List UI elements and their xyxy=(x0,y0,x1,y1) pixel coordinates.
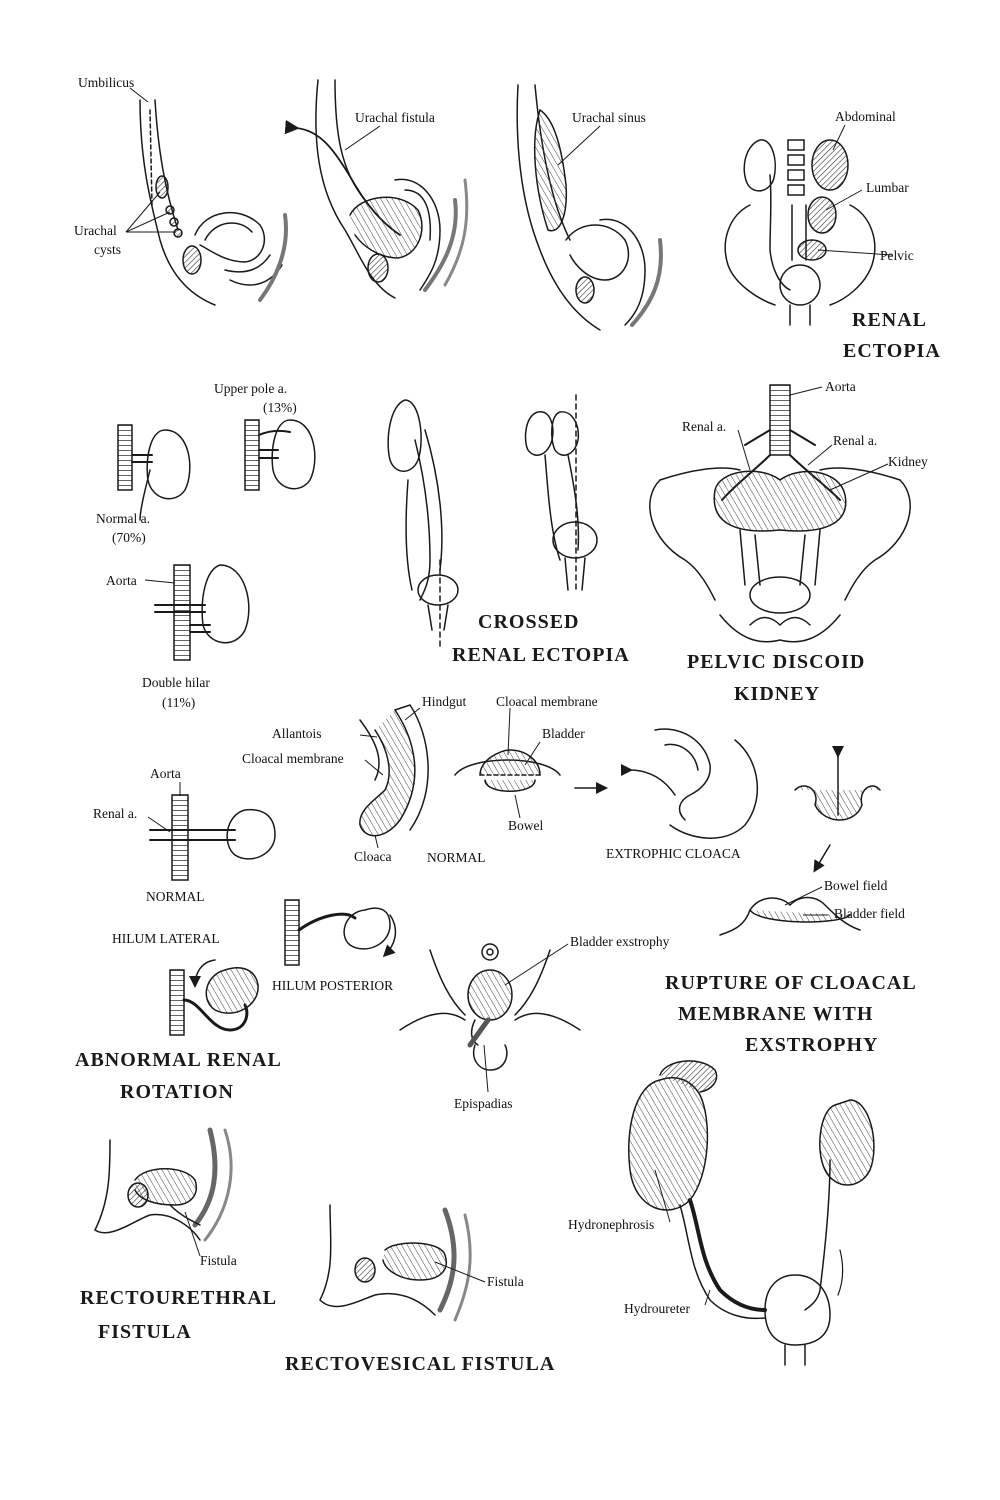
label-fistula-rectovesical: Fistula xyxy=(487,1274,524,1289)
label-double-hilar-pct: (11%) xyxy=(162,695,196,710)
label-upper-pole-a: Upper pole a. xyxy=(214,381,288,396)
label-renal-a-right: Renal a. xyxy=(833,433,878,448)
label-hilum-lateral: HILUM LATERAL xyxy=(112,931,220,946)
label-urachal-cysts-line2: cysts xyxy=(94,242,121,257)
label-fistula-rectourethral: Fistula xyxy=(200,1253,237,1268)
label-urachal-fistula: Urachal fistula xyxy=(355,110,435,125)
normal-cloaca-drawing xyxy=(359,704,608,837)
label-abdominal: Abdominal xyxy=(835,109,896,124)
urachal-fistula-drawing xyxy=(284,79,469,299)
title-rectovesical-fistula: RECTOVESICAL FISTULA xyxy=(285,1353,556,1375)
label-aorta-double-hilar: Aorta xyxy=(106,573,137,588)
label-epispadias: Epispadias xyxy=(454,1096,513,1111)
label-bladder: Bladder xyxy=(542,726,585,741)
label-lumbar: Lumbar xyxy=(866,180,909,195)
pelvic-discoid-kidney-drawing xyxy=(649,384,911,643)
title-abnormal-rotation-line1: ABNORMAL RENAL xyxy=(75,1049,282,1071)
title-crossed-line1: CROSSED xyxy=(478,611,580,633)
title-rupture-line2: MEMBRANE WITH xyxy=(678,1003,874,1025)
title-rectourethral-line1: RECTOURETHRAL xyxy=(80,1287,278,1309)
abnormal-rotation-drawing xyxy=(169,899,397,1036)
urachal-sinus-drawing xyxy=(516,84,663,331)
label-hindgut: Hindgut xyxy=(422,694,467,709)
title-renal-ectopia-line2: ECTOPIA xyxy=(843,340,941,362)
label-umbilicus: Umbilicus xyxy=(78,75,135,90)
title-rupture-line1: RUPTURE OF CLOACAL xyxy=(665,972,917,994)
title-rectourethral-line2: FISTULA xyxy=(98,1321,192,1343)
crossed-renal-ectopia-drawing xyxy=(387,394,598,651)
leader-lines xyxy=(125,87,893,1306)
label-bowel-field: Bowel field xyxy=(824,878,888,893)
label-renal-a-normal: Renal a. xyxy=(93,806,138,821)
label-upper-pole-pct: (13%) xyxy=(263,400,297,415)
label-hilum-posterior: HILUM POSTERIOR xyxy=(272,978,394,993)
label-double-hilar: Double hilar xyxy=(142,675,210,690)
label-cloacal-membrane-left: Cloacal membrane xyxy=(242,751,344,766)
label-extrophic-cloaca: EXTROPHIC CLOACA xyxy=(606,846,741,861)
label-bowel: Bowel xyxy=(508,818,544,833)
extrophic-cloaca-drawing xyxy=(620,728,881,936)
rectourethral-fistula-drawing xyxy=(94,1127,233,1242)
label-bladder-exstrophy: Bladder exstrophy xyxy=(570,934,670,949)
title-renal-ectopia-line1: RENAL xyxy=(852,309,928,331)
title-crossed-line2: RENAL ECTOPIA xyxy=(452,644,630,666)
label-aorta-discoid: Aorta xyxy=(825,379,856,394)
label-hydronephrosis: Hydronephrosis xyxy=(568,1217,655,1232)
renal-ectopia-drawing xyxy=(724,139,876,326)
urachal-cysts-drawing xyxy=(139,99,288,306)
title-rupture-line3: EXSTROPHY xyxy=(745,1034,879,1056)
normal-kidney-aorta-drawing xyxy=(149,794,276,881)
renal-artery-variants-drawing xyxy=(117,419,316,661)
label-bladder-field: Bladder field xyxy=(834,906,905,921)
label-renal-a-left: Renal a. xyxy=(682,419,727,434)
label-urachal-cysts-line1: Urachal xyxy=(74,223,117,238)
label-urachal-sinus: Urachal sinus xyxy=(572,110,646,125)
bladder-exstrophy-drawing xyxy=(399,943,581,1071)
label-normal-cloaca: NORMAL xyxy=(427,850,486,865)
rectovesical-fistula-drawing xyxy=(319,1204,472,1322)
title-pelvic-discoid-line2: KIDNEY xyxy=(734,683,821,705)
title-pelvic-discoid-line1: PELVIC DISCOID xyxy=(687,651,866,673)
label-cloacal-membrane-top: Cloacal membrane xyxy=(496,694,598,709)
label-cloaca: Cloaca xyxy=(354,849,392,864)
label-hydroureter: Hydroureter xyxy=(624,1301,690,1316)
label-allantois: Allantois xyxy=(272,726,322,741)
label-normal-a: Normal a. xyxy=(96,511,150,526)
title-abnormal-rotation-line2: ROTATION xyxy=(120,1081,234,1103)
label-normal-kidney: NORMAL xyxy=(146,889,205,904)
label-normal-a-pct: (70%) xyxy=(112,530,146,545)
hydronephrosis-drawing xyxy=(628,1060,875,1366)
label-aorta-normal: Aorta xyxy=(150,766,181,781)
label-kidney: Kidney xyxy=(888,454,928,469)
label-pelvic: Pelvic xyxy=(880,248,914,263)
